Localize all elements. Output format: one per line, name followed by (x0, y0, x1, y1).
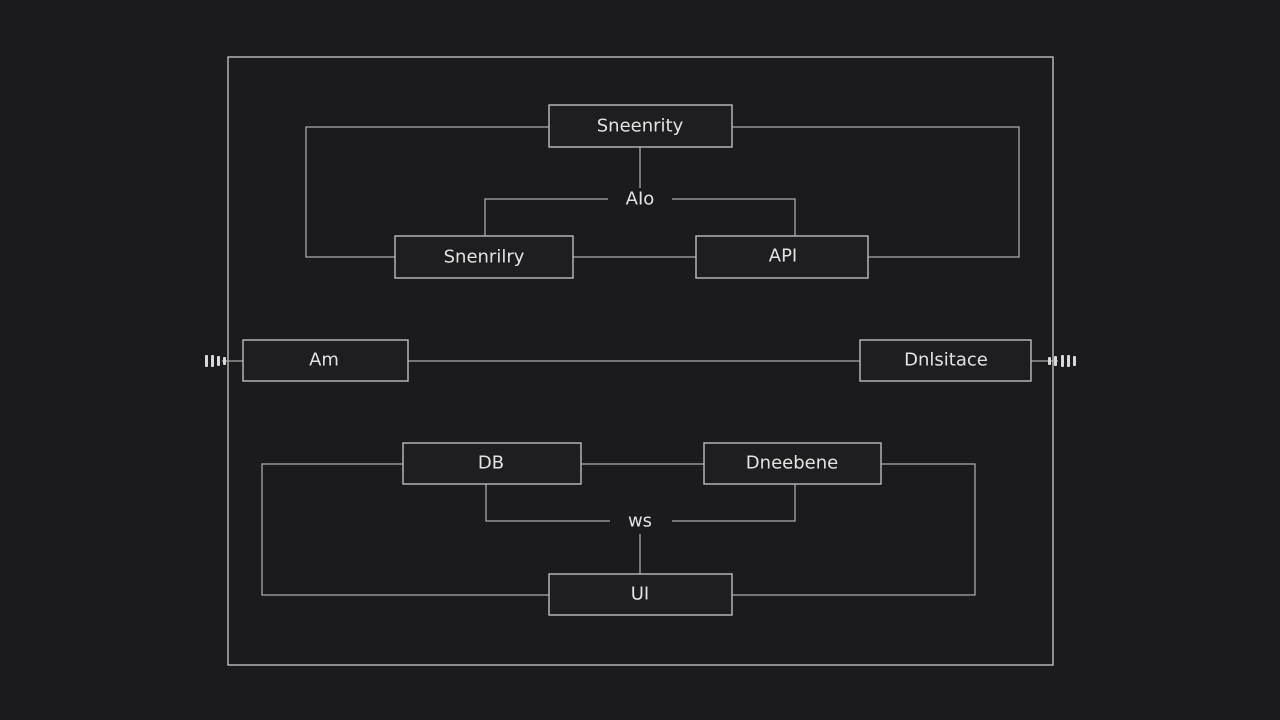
node-ui[interactable]: UI (548, 573, 733, 616)
connector-junction-to-security (484, 198, 608, 236)
node-db[interactable]: DB (402, 442, 582, 485)
node-api[interactable]: API (695, 235, 869, 279)
node-db-label: DB (478, 453, 504, 474)
node-left-security-label: Snenrilry (444, 247, 525, 268)
node-am[interactable]: Am (242, 339, 409, 382)
connector-security-loop-right (732, 126, 1020, 258)
port-left-icon (205, 355, 226, 367)
connector-database-to-junction (672, 484, 796, 522)
top-cluster-connectors (305, 126, 1020, 258)
node-left-security[interactable]: Snenrilry (394, 235, 574, 279)
node-database-label: Dneebene (746, 453, 838, 474)
bottom-cluster-connectors (261, 463, 976, 596)
connector-database-loop-right (732, 463, 976, 596)
node-database[interactable]: Dneebene (703, 442, 882, 485)
node-distance[interactable]: Dnlsitace (859, 339, 1032, 382)
node-top-security-label: Sneenrity (597, 116, 684, 137)
node-am-label: Am (309, 350, 339, 371)
connector-db-to-junction (485, 484, 610, 522)
node-distance-label: Dnlsitace (904, 350, 988, 371)
node-ui-label: UI (631, 584, 649, 605)
node-top-security[interactable]: Sneenrity (548, 104, 733, 148)
connector-db-loop-left (261, 463, 549, 596)
connector-junction-to-api (672, 198, 796, 236)
connector-security-loop-left (305, 126, 549, 258)
junction-top-label: AIo (626, 189, 655, 210)
node-api-label: API (769, 246, 797, 267)
port-right-icon (1048, 355, 1076, 367)
junction-top: AIo (610, 188, 672, 210)
junction-bottom-label: ws (628, 511, 652, 532)
junction-bottom: ws (612, 510, 670, 532)
